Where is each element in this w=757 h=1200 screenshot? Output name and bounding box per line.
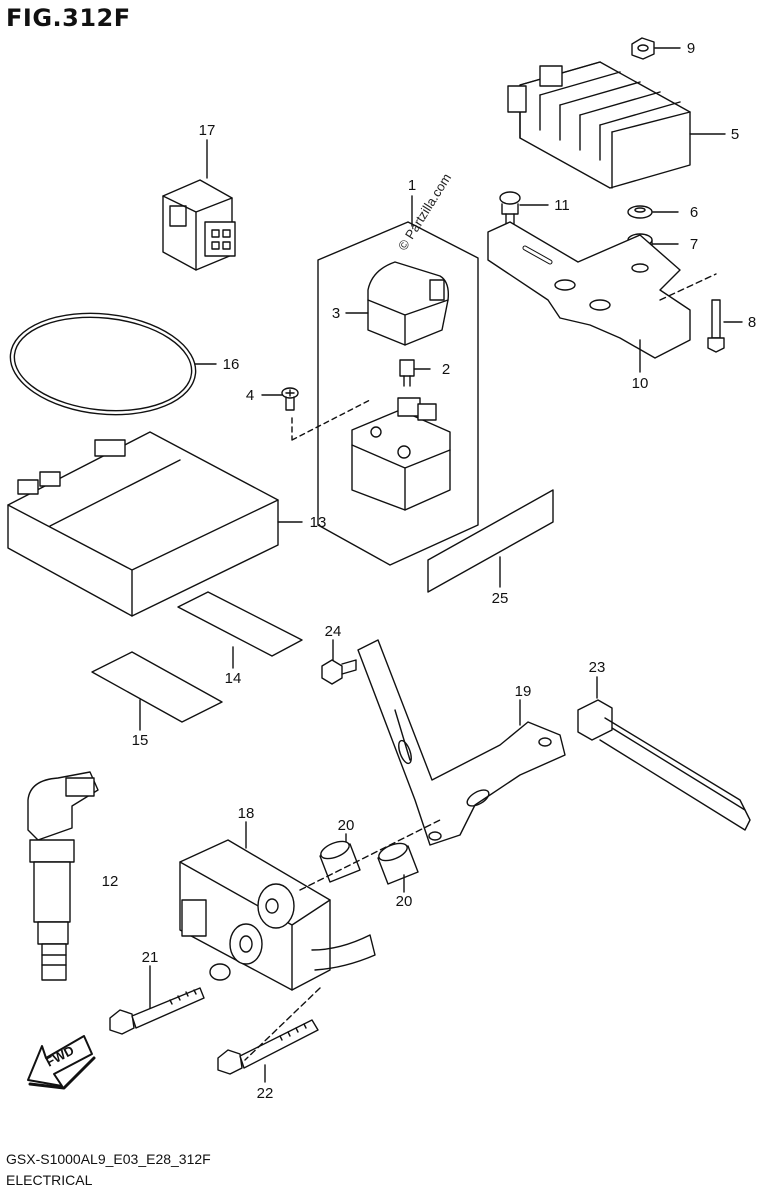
callout-8: 8 <box>748 314 756 331</box>
part-1-relay-body[interactable] <box>351 397 451 511</box>
callout-20-a: 20 <box>338 817 355 834</box>
part-23-cable-tie[interactable] <box>577 676 751 831</box>
callout-4: 4 <box>246 387 254 404</box>
callout-10: 10 <box>632 375 649 392</box>
part-20-collar-a[interactable] <box>318 833 361 883</box>
part-13-ecm[interactable] <box>7 431 303 617</box>
part-2-fuse[interactable] <box>399 359 431 387</box>
callout-24: 24 <box>325 623 342 640</box>
part-22-bolt[interactable] <box>217 987 321 1083</box>
part-6-collar[interactable] <box>627 205 679 219</box>
callout-9: 9 <box>687 40 695 57</box>
callout-1: 1 <box>408 177 416 194</box>
part-19-bracket[interactable] <box>357 639 566 846</box>
part-21-bolt[interactable] <box>109 965 205 1035</box>
part-8-bolt[interactable] <box>707 299 743 353</box>
callout-6: 6 <box>690 204 698 221</box>
part-25-label[interactable] <box>427 489 554 593</box>
callout-5: 5 <box>731 126 739 143</box>
model-code: GSX-S1000AL9_E03_E28_312F <box>6 1151 211 1167</box>
part-18-sensor[interactable] <box>179 821 376 991</box>
part-10-bracket[interactable] <box>487 221 717 373</box>
section-name: ELECTRICAL <box>6 1172 93 1188</box>
callout-23: 23 <box>589 659 606 676</box>
part-4-screw[interactable] <box>261 387 371 441</box>
part-9-nut[interactable] <box>631 37 681 60</box>
part-15-label[interactable] <box>91 651 223 731</box>
callout-14: 14 <box>225 670 242 687</box>
callout-25: 25 <box>492 590 509 607</box>
part-3-cap[interactable] <box>345 261 450 346</box>
part-1-relay-assembly[interactable] <box>317 195 479 566</box>
fwd-arrow-icon <box>27 1035 96 1090</box>
part-24-bolt[interactable] <box>321 639 357 685</box>
part-16-band[interactable] <box>5 305 217 424</box>
callout-7: 7 <box>690 236 698 253</box>
callout-18: 18 <box>238 805 255 822</box>
part-20-collar-b[interactable] <box>299 819 441 893</box>
callout-16: 16 <box>223 356 240 373</box>
callout-19: 19 <box>515 683 532 700</box>
part-17-connector[interactable] <box>162 139 236 271</box>
part-12-ignition-coil[interactable] <box>27 771 99 981</box>
figure-title: FIG.312F <box>6 4 131 32</box>
callout-20-b: 20 <box>396 893 413 910</box>
callout-12: 12 <box>102 873 119 890</box>
callout-21: 21 <box>142 949 159 966</box>
callout-17: 17 <box>199 122 216 139</box>
callout-22: 22 <box>257 1085 274 1102</box>
part-5-regulator[interactable] <box>507 61 726 189</box>
part-14-label[interactable] <box>177 591 303 669</box>
callout-15: 15 <box>132 732 149 749</box>
callout-13: 13 <box>310 514 327 531</box>
callout-11: 11 <box>554 197 570 214</box>
callout-2: 2 <box>442 361 450 378</box>
callout-3: 3 <box>332 305 340 322</box>
